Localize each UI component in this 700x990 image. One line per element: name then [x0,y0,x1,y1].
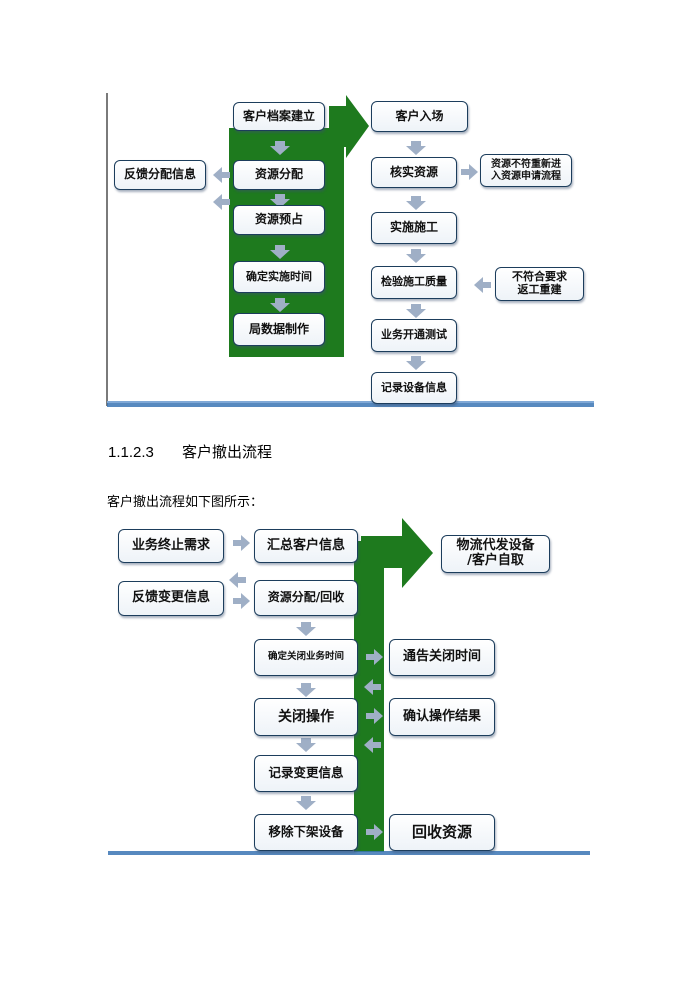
step-record-equipment: 记录设备信息 [371,372,457,404]
step-logistics-or-pickup: 物流代发设备 /客户自取 [441,535,550,573]
step-allocate-resources: 资源分配 [233,160,325,190]
left-column-arrows [270,141,290,312]
step-construction: 实施施工 [371,212,457,244]
right-column-arrows [406,141,491,370]
step-confirm-result: 确认操作结果 [389,698,495,736]
section-title: 客户撤出流程 [182,444,273,461]
step-termination-request: 业务终止需求 [118,529,224,563]
withdrawal-right-arrows [364,649,383,840]
step-service-test: 业务开通测试 [371,319,457,352]
note-rework: 不符合要求 返工重建 [495,267,584,301]
step-confirm-close-time: 确定关闭业务时间 [254,639,358,676]
step-remove-equipment: 移除下架设备 [254,814,358,851]
step-resource-recycle: 资源分配/回收 [254,580,358,616]
green-flow-band-2 [354,518,433,852]
intro-paragraph: 客户撤出流程如下图所示： [107,495,264,510]
step-customer-entry: 客户入场 [371,101,468,132]
step-feedback-change: 反馈变更信息 [118,581,224,616]
step-summarize-customer-info: 汇总客户信息 [254,529,358,563]
step-confirm-implementation-time: 确定实施时间 [233,261,325,293]
note-resource-mismatch: 资源不符重新进 入资源申请流程 [480,154,572,187]
withdrawal-input-arrows [229,535,250,609]
step-record-change: 记录变更信息 [254,755,358,792]
step-reserve-resources: 资源预占 [233,205,325,235]
step-close-operation: 关闭操作 [254,698,358,736]
step-quality-inspection: 检验施工质量 [371,266,457,299]
figure2-bottom-rule [108,851,590,855]
section-heading: 1.1.2.3 客户撤出流程 [108,441,272,462]
box-feedback-allocation: 反馈分配信息 [114,160,206,190]
step-office-data-production: 局数据制作 [233,313,325,346]
figure1-bottom-rule [107,401,594,407]
step-verify-resources: 核实资源 [371,157,457,188]
section-number: 1.1.2.3 [108,444,154,461]
step-notify-close-time: 通告关闭时间 [389,639,495,676]
feedback-arrows [213,167,230,210]
step-recycle-resources: 回收资源 [389,814,495,851]
step-create-customer-file: 客户档案建立 [233,102,325,131]
withdrawal-down-arrows [296,622,316,810]
